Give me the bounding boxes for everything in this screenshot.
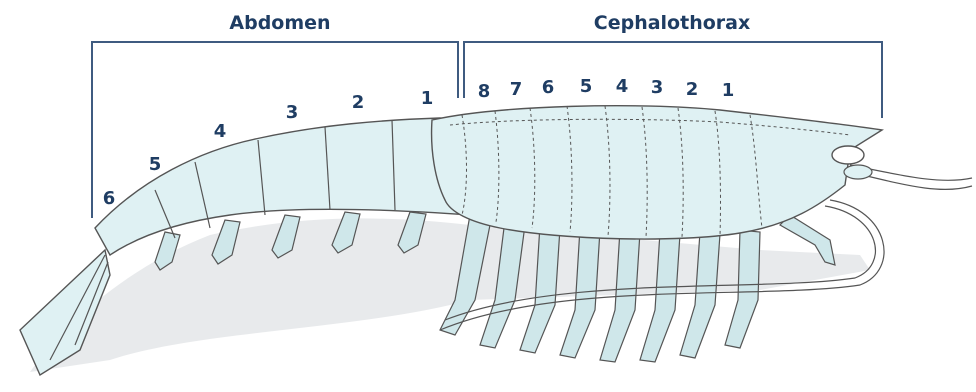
cephalothorax-segment-number: 4 [616, 76, 629, 97]
cephalothorax-segment-number: 8 [478, 81, 491, 102]
abdomen-segment-number: 6 [103, 188, 116, 209]
cephalothorax-segment-number: 5 [580, 76, 593, 97]
abdomen-segment-number: 2 [352, 92, 365, 113]
abdomen-segment-number: 5 [149, 154, 162, 175]
cephalothorax-segment-number: 7 [510, 79, 523, 100]
cephalothorax-segment-number: 3 [651, 77, 664, 98]
abdomen-segment-number: 4 [214, 121, 227, 142]
abdomen-segment-number: 1 [421, 88, 434, 109]
eye [832, 146, 864, 164]
cephalothorax-segment-number: 6 [542, 77, 555, 98]
abdomen-label: Abdomen [229, 12, 330, 34]
cephalothorax-segment-number: 2 [686, 79, 699, 100]
cephalothorax-label: Cephalothorax [594, 12, 750, 34]
eye-stalk [844, 165, 872, 179]
abdomen-segment-number: 3 [286, 102, 299, 123]
cephalothorax-segment-number: 1 [722, 80, 735, 101]
